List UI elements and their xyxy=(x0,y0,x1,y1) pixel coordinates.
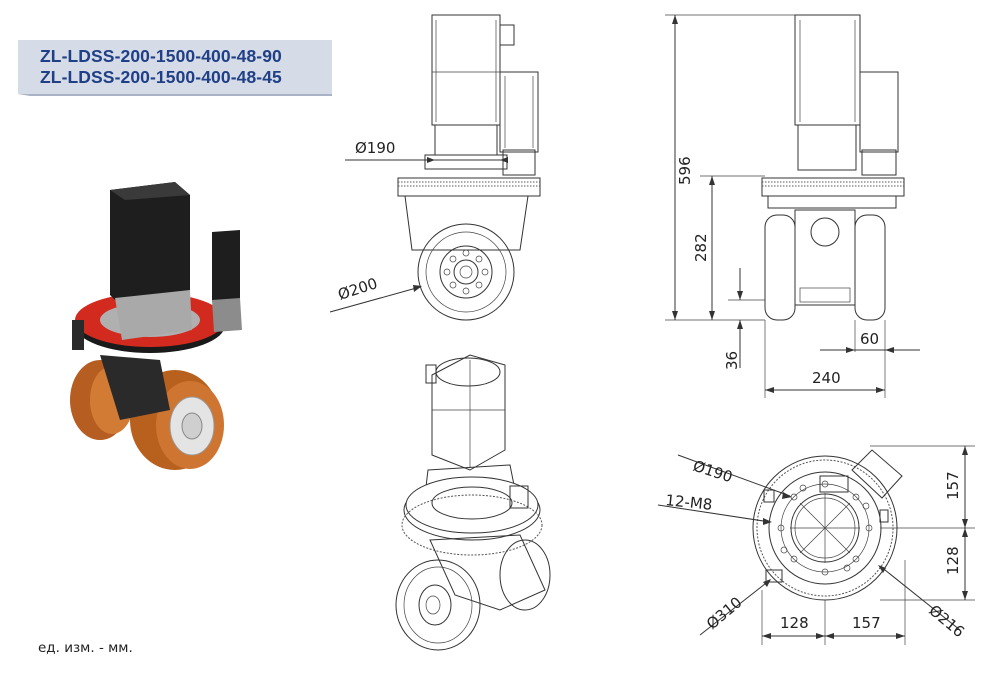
side-dim-height: 596 xyxy=(676,156,694,185)
side-view: 596 282 36 240 60 xyxy=(665,14,920,398)
model-title: ZL-LDSS-200-1500-400-48-90 ZL-LDSS-200-1… xyxy=(40,46,282,88)
model-banner: ZL-LDSS-200-1500-400-48-90 ZL-LDSS-200-1… xyxy=(18,40,332,94)
top-dim-right-top: 157 xyxy=(944,471,962,500)
top-dim-inner: Ø216 xyxy=(925,601,968,641)
side-dim-mid: 282 xyxy=(692,233,710,262)
front-dim-wheel: Ø200 xyxy=(336,274,380,304)
wheel-render xyxy=(70,182,242,470)
top-dim-pcd: Ø190 xyxy=(691,457,735,487)
top-dim-right-bottom: 128 xyxy=(944,546,962,575)
front-view: Ø190 Ø200 xyxy=(329,14,541,321)
side-dim-low: 36 xyxy=(723,351,741,370)
banner-shadow xyxy=(18,94,332,96)
top-dim-outer: Ø310 xyxy=(703,593,746,633)
front-dim-flange: Ø190 xyxy=(355,139,395,157)
side-dim-width: 240 xyxy=(812,369,841,387)
units-note: ед. изм. - мм. xyxy=(38,640,133,656)
top-view: 157 128 128 157 Ø190 12-M8 Ø310 Ø216 xyxy=(657,445,975,645)
top-dim-bottom-right: 157 xyxy=(852,614,881,632)
model-name-1: ZL-LDSS-200-1500-400-48-90 xyxy=(40,46,282,66)
iso-view xyxy=(395,354,551,651)
top-dim-holes: 12-M8 xyxy=(665,491,714,514)
side-dim-offset: 60 xyxy=(860,330,879,348)
model-name-2: ZL-LDSS-200-1500-400-48-45 xyxy=(40,67,282,87)
top-dim-bottom-left: 128 xyxy=(780,614,809,632)
